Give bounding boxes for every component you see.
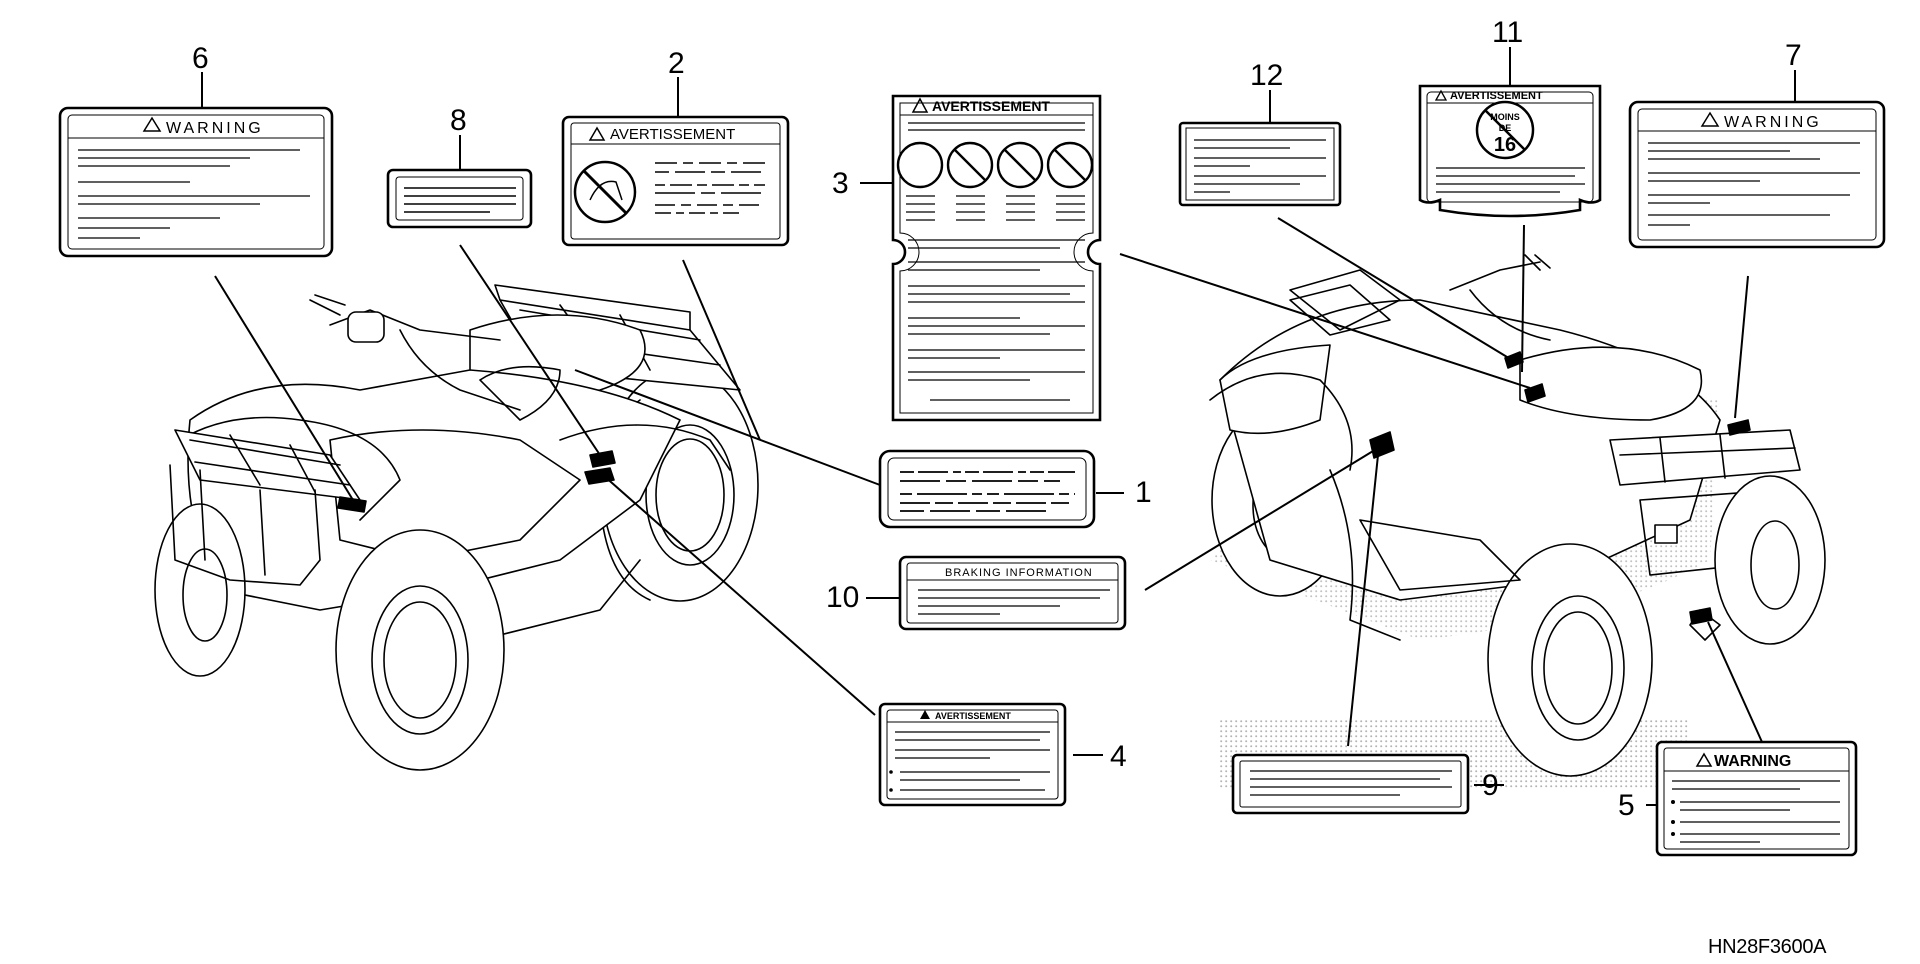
label-10: BRAKING INFORMATION bbox=[898, 555, 1127, 631]
callout-1: 1 bbox=[1135, 476, 1152, 509]
label-1 bbox=[878, 449, 1096, 529]
label-11-de: DE bbox=[1499, 123, 1512, 133]
label-11-age: 16 bbox=[1494, 134, 1516, 156]
callout-9: 9 bbox=[1482, 769, 1499, 802]
callout-6: 6 bbox=[192, 42, 209, 75]
label-6-heading: WARNING bbox=[166, 120, 264, 137]
callout-3: 3 bbox=[832, 167, 849, 200]
callout-8: 8 bbox=[450, 104, 467, 137]
leader-lines bbox=[201, 47, 1796, 806]
callout-12: 12 bbox=[1250, 59, 1283, 92]
label-5: WARNING bbox=[1655, 740, 1858, 857]
callout-4: 4 bbox=[1110, 740, 1127, 773]
callout-10: 10 bbox=[826, 581, 859, 614]
callout-5: 5 bbox=[1618, 789, 1635, 822]
label-11-moins: MOINS bbox=[1490, 112, 1520, 122]
label-12 bbox=[1178, 121, 1342, 207]
callout-numbers: 6 2 8 3 1 10 4 12 11 7 9 5 bbox=[192, 16, 1802, 822]
label-2-heading: AVERTISSEMENT bbox=[610, 126, 735, 143]
label-3-heading: AVERTISSEMENT bbox=[932, 98, 1050, 114]
label-4-heading: AVERTISSEMENT bbox=[935, 711, 1011, 721]
label-6: WARNING bbox=[58, 106, 334, 258]
atv-right bbox=[1209, 254, 1826, 790]
label-7: WARNING bbox=[1628, 100, 1886, 249]
label-11-heading: AVERTISSEMENT bbox=[1450, 90, 1543, 102]
label-11: AVERTISSEMENT MOINS DE 16 bbox=[1418, 84, 1602, 218]
label-5-heading: WARNING bbox=[1714, 753, 1791, 770]
label-8 bbox=[386, 168, 533, 229]
callout-11: 11 bbox=[1492, 16, 1523, 49]
label-9 bbox=[1231, 753, 1470, 815]
callout-7: 7 bbox=[1785, 39, 1802, 72]
label-10-heading: BRAKING INFORMATION bbox=[945, 567, 1093, 579]
label-2: AVERTISSEMENT bbox=[561, 115, 790, 247]
label-7-heading: WARNING bbox=[1724, 114, 1822, 131]
label-4: AVERTISSEMENT bbox=[878, 702, 1067, 807]
figure-code: HN28F3600A bbox=[1708, 936, 1827, 958]
label-3: AVERTISSEMENT bbox=[891, 94, 1102, 422]
callout-2: 2 bbox=[668, 47, 685, 80]
atv-left bbox=[154, 284, 759, 771]
